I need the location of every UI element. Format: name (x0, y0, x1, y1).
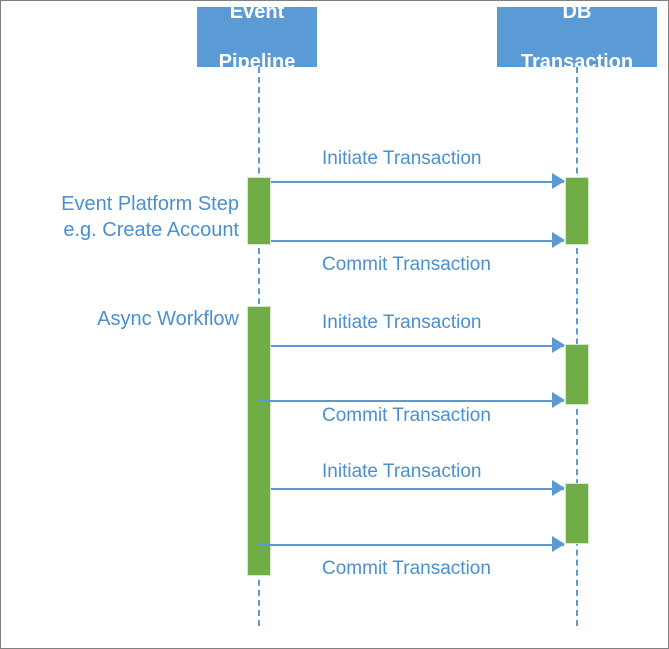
message-label-commit-3: Commit Transaction (322, 558, 491, 579)
activation-bar-event-platform-step (247, 177, 271, 245)
message-line-initiate-3 (271, 488, 564, 490)
activation-bar-async-workflow (247, 306, 271, 576)
message-line-initiate-2 (271, 345, 564, 347)
message-arrowhead-initiate-1 (552, 173, 565, 189)
message-arrowhead-commit-2 (552, 392, 565, 408)
message-line-initiate-1 (271, 181, 564, 183)
message-line-commit-3 (258, 544, 564, 546)
side-label-event-platform-step: Event Platform Step e.g. Create Account (61, 193, 239, 241)
participant-label-line2: Pipeline (218, 50, 296, 73)
activation-bar-db-2 (565, 344, 589, 405)
participant-label-line2: Transaction (520, 50, 634, 73)
message-label-commit-1: Commit Transaction (322, 254, 491, 275)
participant-box-db-transaction[interactable]: DB Transaction (497, 1, 657, 73)
participant-box-event-pipeline[interactable]: Event Pipeline (197, 1, 317, 73)
message-label-commit-2: Commit Transaction (322, 405, 491, 426)
activation-bar-db-1 (565, 177, 589, 245)
message-arrowhead-initiate-3 (552, 480, 565, 496)
message-label-initiate-2: Initiate Transaction (322, 312, 482, 333)
message-arrowhead-commit-3 (552, 536, 565, 552)
message-arrowhead-initiate-2 (552, 337, 565, 353)
activation-bar-db-3 (565, 483, 589, 544)
message-line-commit-2 (258, 400, 564, 402)
message-label-initiate-1: Initiate Transaction (322, 148, 482, 169)
message-arrowhead-commit-1 (552, 232, 565, 248)
participant-label-line1: Event (229, 0, 285, 23)
participant-label-line1: DB (562, 0, 592, 23)
message-line-commit-1 (271, 240, 564, 242)
message-label-initiate-3: Initiate Transaction (322, 461, 482, 482)
side-label-async-workflow: Async Workflow (97, 308, 239, 330)
